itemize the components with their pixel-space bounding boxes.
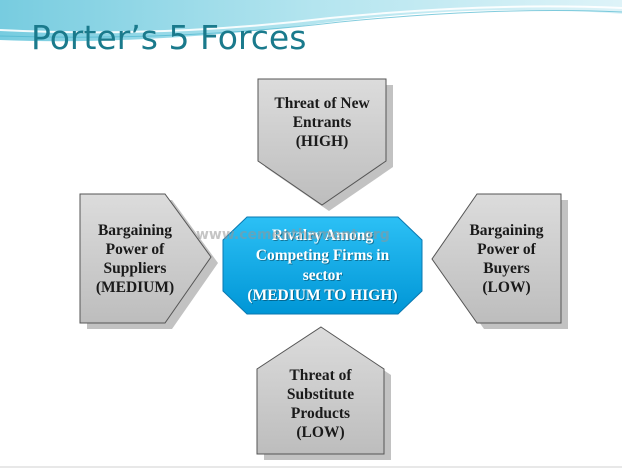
force-label-right: Bargaining Power of Buyers (LOW) — [469, 222, 544, 296]
force-label-left: Bargaining Power of Suppliers (MEDIUM) — [95, 222, 175, 296]
force-label-top: Threat of New Entrants (HIGH) — [274, 95, 370, 150]
header-wave — [0, 0, 622, 46]
watermark: www.cementhament.org — [196, 227, 390, 243]
slide-title: Porter’s 5 Forces — [31, 18, 307, 57]
force-label-center: Rivalry Among Competing Firms in sector … — [247, 227, 398, 304]
force-shape-right — [431, 193, 568, 329]
force-shape-top — [257, 78, 393, 211]
force-shape-left — [79, 193, 218, 329]
force-label-bottom: Threat of Substitute Products (LOW) — [286, 367, 355, 441]
force-shape-center — [222, 216, 423, 315]
force-shape-bottom — [256, 326, 391, 460]
